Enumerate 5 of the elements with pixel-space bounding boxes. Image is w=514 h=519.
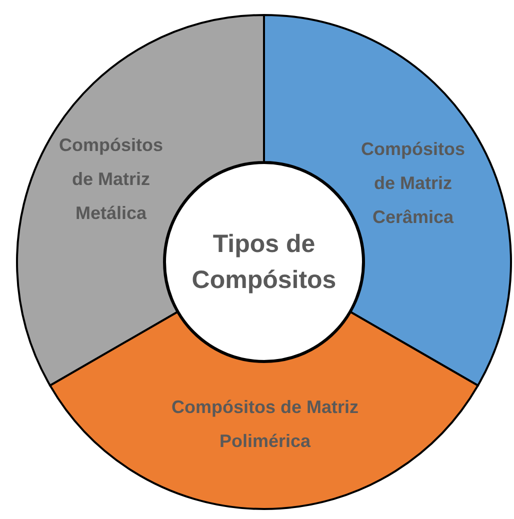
center-title: Tipos de Compósitos [190,229,338,296]
segment-label: Compósitos de Matriz Polimérica [170,396,360,453]
segment-label: Compósitos de Matriz Cerâmica [360,138,466,229]
segment-label: Compósitos de Matriz Metálica [58,134,164,225]
donut-segment [50,312,478,509]
